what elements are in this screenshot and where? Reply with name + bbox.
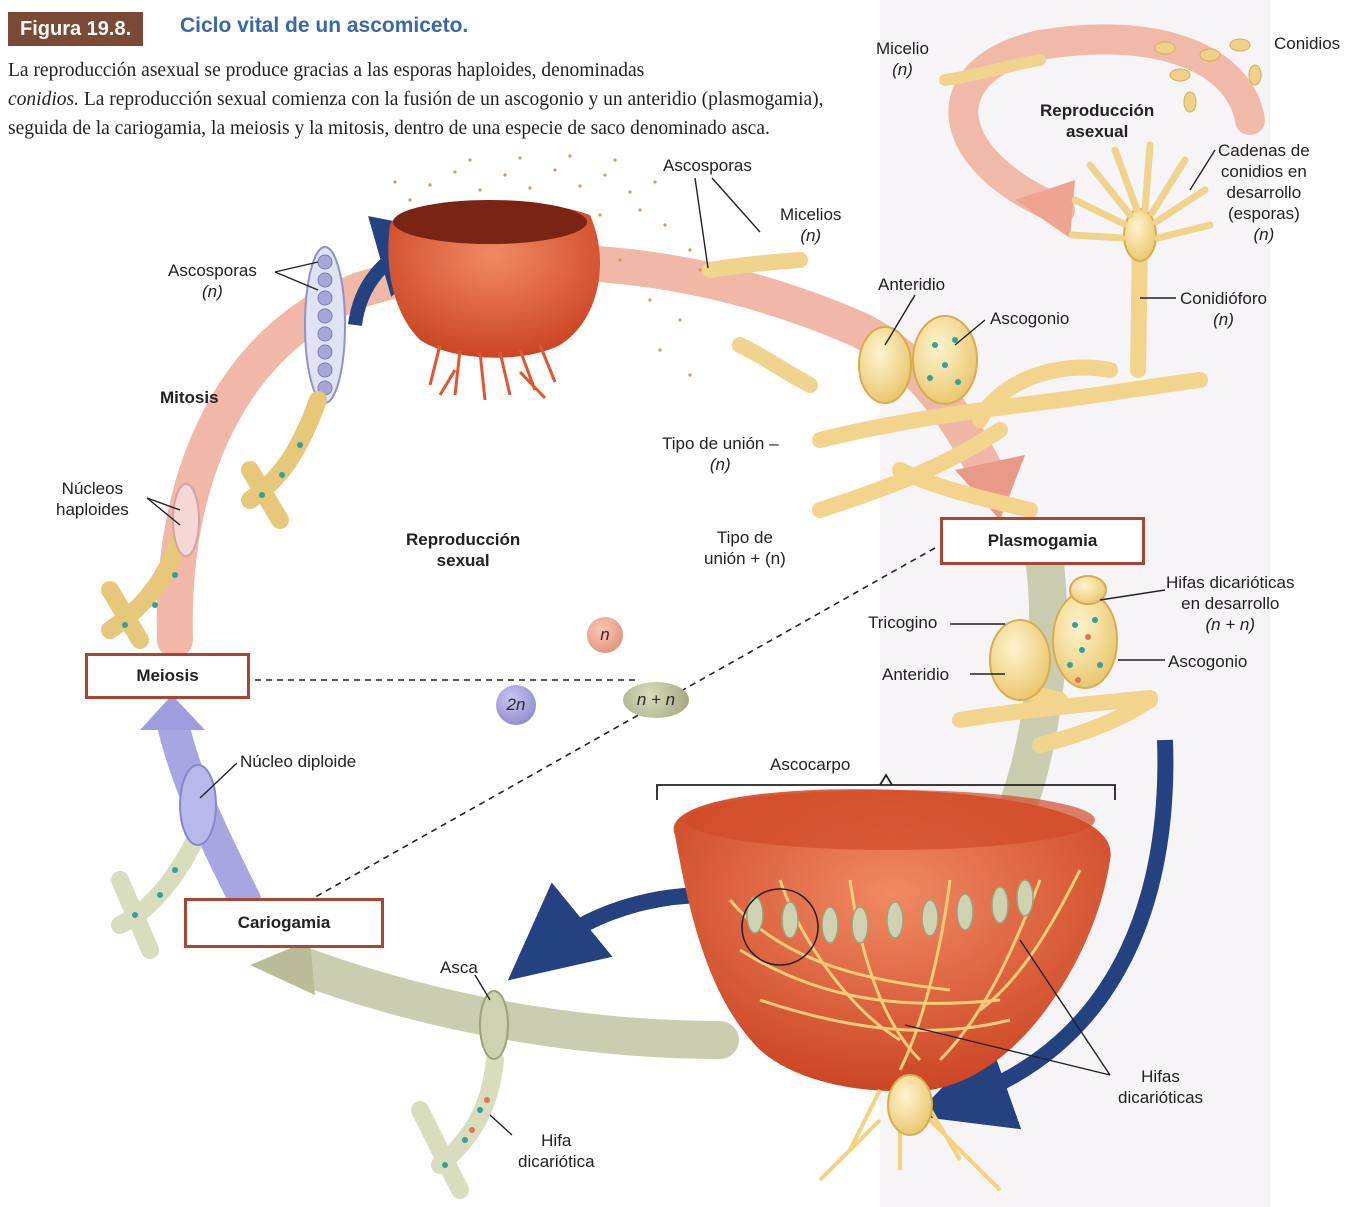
- label-nucleos-line-1: Núcleos: [56, 478, 129, 499]
- label-ascogonio-top: Ascogonio: [990, 308, 1069, 329]
- figure-caption: La reproducción asexual se produce graci…: [8, 56, 868, 143]
- label-micelios: Micelios (n): [780, 204, 841, 246]
- label-conidioforo-ploidy: (n): [1180, 309, 1267, 330]
- label-hifas-desarrollo-ploidy: (n + n): [1166, 614, 1295, 635]
- label-tipo-union-minus: Tipo de unión – (n): [662, 433, 779, 475]
- ploidy-chip-dikaryotic: n + n: [623, 682, 689, 718]
- haploid-nuclei-cell: [173, 484, 199, 556]
- label-ascocarpo: Ascocarpo: [770, 754, 850, 775]
- label-conidioforo-text: Conidióforo: [1180, 288, 1267, 309]
- label-reproduccion-sexual: Reproducción sexual: [406, 529, 520, 571]
- label-mitosis: Mitosis: [160, 387, 219, 408]
- label-micelios-text: Micelios: [780, 204, 841, 225]
- mature-ascocarp-top: [388, 200, 600, 400]
- label-micelio-ploidy: (n): [876, 59, 929, 80]
- label-sexual-line-1: Reproducción: [406, 529, 520, 550]
- label-nucleo-diploide: Núcleo diploide: [240, 751, 356, 772]
- ploidy-chip-diploid: 2n: [496, 685, 536, 725]
- caption-part-3: La reproducción sexual comienza con la f…: [8, 89, 824, 139]
- label-tipo-union-plus: Tipo de unión + (n): [704, 527, 786, 569]
- label-micelio: Micelio (n): [876, 38, 929, 80]
- label-anteridio-right: Anteridio: [882, 664, 949, 685]
- label-ascosporas-top: Ascosporas: [663, 155, 752, 176]
- label-hifas-desarrollo-line-2: en desarrollo: [1166, 593, 1295, 614]
- label-tipo-union-plus-line-2: unión + (n): [704, 548, 786, 569]
- label-cadenas-line-1: Cadenas de: [1218, 140, 1310, 161]
- label-cadenas-ploidy: (n): [1218, 224, 1310, 245]
- label-ascosporas-left-ploidy: (n): [168, 281, 257, 302]
- label-hifas-desarrollo-line-1: Hifas dicarióticas: [1166, 572, 1295, 593]
- label-anteridio-top: Anteridio: [878, 274, 945, 295]
- label-asca: Asca: [440, 957, 478, 978]
- label-tipo-union-plus-line-1: Tipo de: [704, 527, 786, 548]
- stage-cariogamia: Cariogamia: [184, 898, 384, 948]
- label-ascosporas-left-text: Ascosporas: [168, 260, 257, 281]
- label-nucleos-haploides: Núcleos haploides: [56, 478, 129, 520]
- label-nucleos-line-2: haploides: [56, 499, 129, 520]
- label-asexual-line-1: Reproducción: [1040, 100, 1154, 121]
- label-conidioforo: Conidióforo (n): [1180, 288, 1267, 330]
- figure-title: Ciclo vital de un ascomiceto.: [180, 14, 468, 38]
- caption-part-1: La reproducción asexual se produce graci…: [8, 60, 644, 81]
- label-cadenas-line-2: conidios en: [1218, 161, 1310, 182]
- label-hifas-dicarioticas: Hifas dicarióticas: [1118, 1066, 1203, 1108]
- label-micelios-ploidy: (n): [780, 225, 841, 246]
- label-cadenas-line-3: desarrollo: [1218, 182, 1310, 203]
- label-hifas-line-1: Hifas: [1118, 1066, 1203, 1087]
- dikaryotic-arrowhead: [250, 940, 315, 995]
- label-tipo-union-minus-ploidy: (n): [662, 454, 779, 475]
- label-tricogino: Tricogino: [868, 612, 937, 633]
- label-conidios: Conidios: [1274, 33, 1340, 54]
- label-hifa-dicariotica: Hifa dicariótica: [518, 1130, 595, 1172]
- label-hifa-line-2: dicariótica: [518, 1151, 595, 1172]
- ascus-with-ascospores: [305, 247, 345, 403]
- label-tipo-union-minus-text: Tipo de unión –: [662, 433, 779, 454]
- label-ascosporas-left: Ascosporas (n): [168, 260, 257, 302]
- diploid-arrowhead: [140, 695, 205, 730]
- stage-plasmogamia: Plasmogamia: [940, 517, 1145, 565]
- label-cadenas-conidios: Cadenas de conidios en desarrollo (espor…: [1218, 140, 1310, 245]
- label-ascogonio-right: Ascogonio: [1168, 651, 1247, 672]
- stage-meiosis: Meiosis: [85, 653, 250, 699]
- label-micelio-text: Micelio: [876, 38, 929, 59]
- ascogonium-upper: [913, 316, 977, 404]
- label-cadenas-line-4: (esporas): [1218, 203, 1310, 224]
- label-hifa-line-1: Hifa: [518, 1130, 595, 1151]
- caption-conidios-term: conidios.: [8, 89, 79, 110]
- ploidy-chip-haploid: n: [587, 617, 623, 653]
- label-reproduccion-asexual: Reproducción asexual: [1040, 100, 1154, 142]
- figure-number-badge: Figura 19.8.: [8, 12, 143, 46]
- label-sexual-line-2: sexual: [406, 550, 520, 571]
- label-asexual-line-2: asexual: [1040, 121, 1154, 142]
- label-hifas-dicarioticas-desarrollo: Hifas dicarióticas en desarrollo (n + n): [1166, 572, 1295, 635]
- antheridium-upper: [859, 327, 911, 403]
- label-hifas-line-2: dicarióticas: [1118, 1087, 1203, 1108]
